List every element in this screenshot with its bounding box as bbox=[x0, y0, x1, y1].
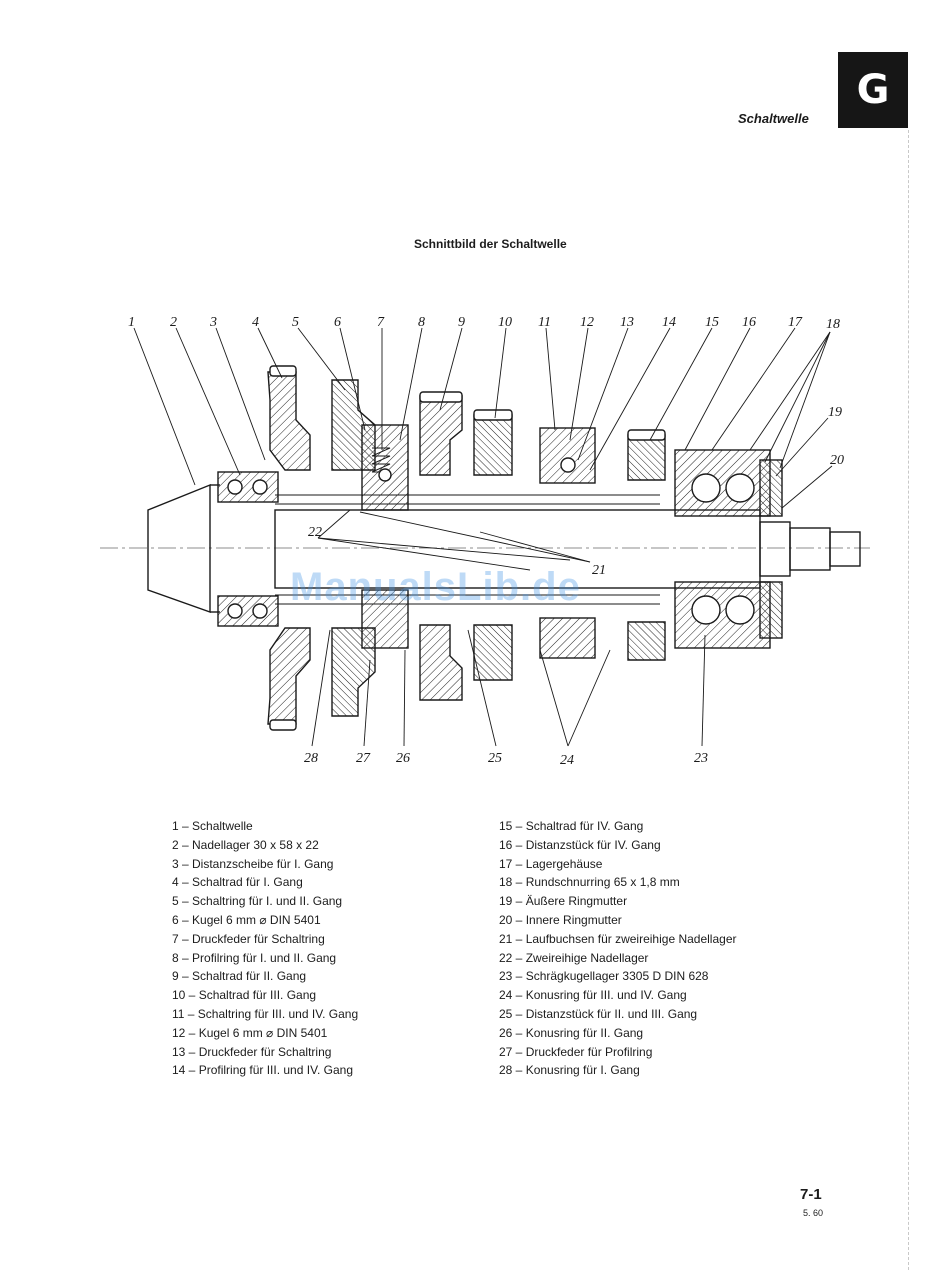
legend-item: 11 – Schaltring für III. und IV. Gang bbox=[172, 1006, 359, 1021]
legend-item: 1 – Schaltwelle bbox=[172, 819, 253, 833]
legend-item: 28 – Konusring für I. Gang bbox=[499, 1063, 640, 1078]
figure-caption: Schnittbild der Schaltwelle bbox=[414, 237, 567, 251]
callout-11: 11 bbox=[538, 315, 551, 330]
callout-6: 6 bbox=[334, 315, 341, 330]
callout-9: 9 bbox=[458, 315, 465, 330]
callout-5: 5 bbox=[292, 315, 299, 330]
callout-16: 16 bbox=[742, 315, 756, 330]
callout-22: 22 bbox=[308, 525, 322, 540]
legend-item: 23 – Schrägkugellager 3305 D DIN 628 bbox=[499, 969, 709, 984]
section-title: Schaltwelle bbox=[738, 111, 809, 126]
legend-item: 6 – Kugel 6 mm ⌀ DIN 5401 bbox=[172, 912, 321, 927]
legend-item: 7 – Druckfeder für Schaltring bbox=[172, 931, 325, 946]
page-date: 5. 60 bbox=[803, 1208, 824, 1218]
legend-item: 26 – Konusring für II. Gang bbox=[499, 1025, 644, 1040]
callout-17: 17 bbox=[788, 315, 803, 330]
shaft-drawing bbox=[100, 365, 870, 731]
callout-21: 21 bbox=[592, 563, 606, 578]
legend-item: 15 – Schaltrad für IV. Gang bbox=[499, 819, 644, 833]
callout-10: 10 bbox=[498, 315, 512, 330]
legend-item: 10 – Schaltrad für III. Gang bbox=[172, 988, 317, 1003]
callout-24: 24 bbox=[560, 753, 574, 768]
callout-14: 14 bbox=[662, 315, 676, 330]
page-edge-line bbox=[908, 130, 910, 1270]
legend-item: 18 – Rundschnurring 65 x 1,8 mm bbox=[499, 875, 680, 890]
callout-25: 25 bbox=[488, 751, 502, 766]
shaft-cross-section-diagram: 1 2 3 4 5 6 7 8 9 10 11 12 13 14 15 16 1… bbox=[100, 315, 870, 768]
callout-26: 26 bbox=[396, 751, 410, 766]
legend-item: 5 – Schaltring für I. und II. Gang bbox=[172, 894, 343, 909]
leader-lines bbox=[133, 327, 833, 747]
section-tab: G bbox=[838, 52, 908, 128]
watermark: ManualsLib.de bbox=[290, 565, 581, 609]
legend-item: 14 – Profilring für III. und IV. Gang bbox=[172, 1063, 353, 1078]
callout-19: 19 bbox=[828, 405, 842, 420]
legend-item: 2 – Nadellager 30 x 58 x 22 bbox=[172, 837, 319, 852]
callout-7: 7 bbox=[377, 315, 385, 330]
legend-item: 12 – Kugel 6 mm ⌀ DIN 5401 bbox=[172, 1025, 328, 1040]
callout-23: 23 bbox=[694, 751, 708, 766]
legend-item: 9 – Schaltrad für II. Gang bbox=[172, 969, 307, 984]
legend-item: 16 – Distanzstück für IV. Gang bbox=[499, 837, 661, 852]
callout-12: 12 bbox=[580, 315, 594, 330]
legend-item: 22 – Zweireihige Nadellager bbox=[499, 950, 649, 965]
legend-item: 19 – Äußere Ringmutter bbox=[499, 894, 628, 909]
legend-item: 24 – Konusring für III. und IV. Gang bbox=[499, 988, 687, 1003]
parts-legend-left: 1 – Schaltwelle 2 – Nadellager 30 x 58 x… bbox=[172, 817, 358, 1080]
legend-item: 3 – Distanzscheibe für I. Gang bbox=[172, 856, 334, 871]
section-letter: G bbox=[856, 67, 890, 113]
callout-28: 28 bbox=[304, 751, 318, 766]
callout-18: 18 bbox=[826, 317, 840, 332]
callout-20: 20 bbox=[830, 453, 844, 468]
legend-item: 25 – Distanzstück für II. und III. Gang bbox=[499, 1006, 698, 1021]
legend-item: 20 – Innere Ringmutter bbox=[499, 912, 622, 927]
legend-item: 4 – Schaltrad für I. Gang bbox=[172, 875, 303, 890]
callout-1: 1 bbox=[128, 315, 135, 330]
callout-13: 13 bbox=[620, 315, 634, 330]
callout-3: 3 bbox=[209, 315, 217, 330]
legend-item: 21 – Laufbuchsen für zweireihige Nadella… bbox=[499, 931, 737, 946]
callout-2: 2 bbox=[170, 315, 177, 330]
callout-15: 15 bbox=[705, 315, 719, 330]
legend-item: 8 – Profilring für I. und II. Gang bbox=[172, 950, 337, 965]
callout-4: 4 bbox=[252, 315, 259, 330]
legend-item: 13 – Druckfeder für Schaltring bbox=[172, 1044, 332, 1059]
callout-27: 27 bbox=[356, 751, 371, 766]
legend-item: 27 – Druckfeder für Profilring bbox=[499, 1044, 653, 1059]
legend-item: 17 – Lagergehäuse bbox=[499, 856, 603, 871]
page-number: 7-1 bbox=[800, 1186, 822, 1203]
parts-legend-right: 15 – Schaltrad für IV. Gang 16 – Distanz… bbox=[499, 817, 737, 1080]
callout-8: 8 bbox=[418, 315, 425, 330]
